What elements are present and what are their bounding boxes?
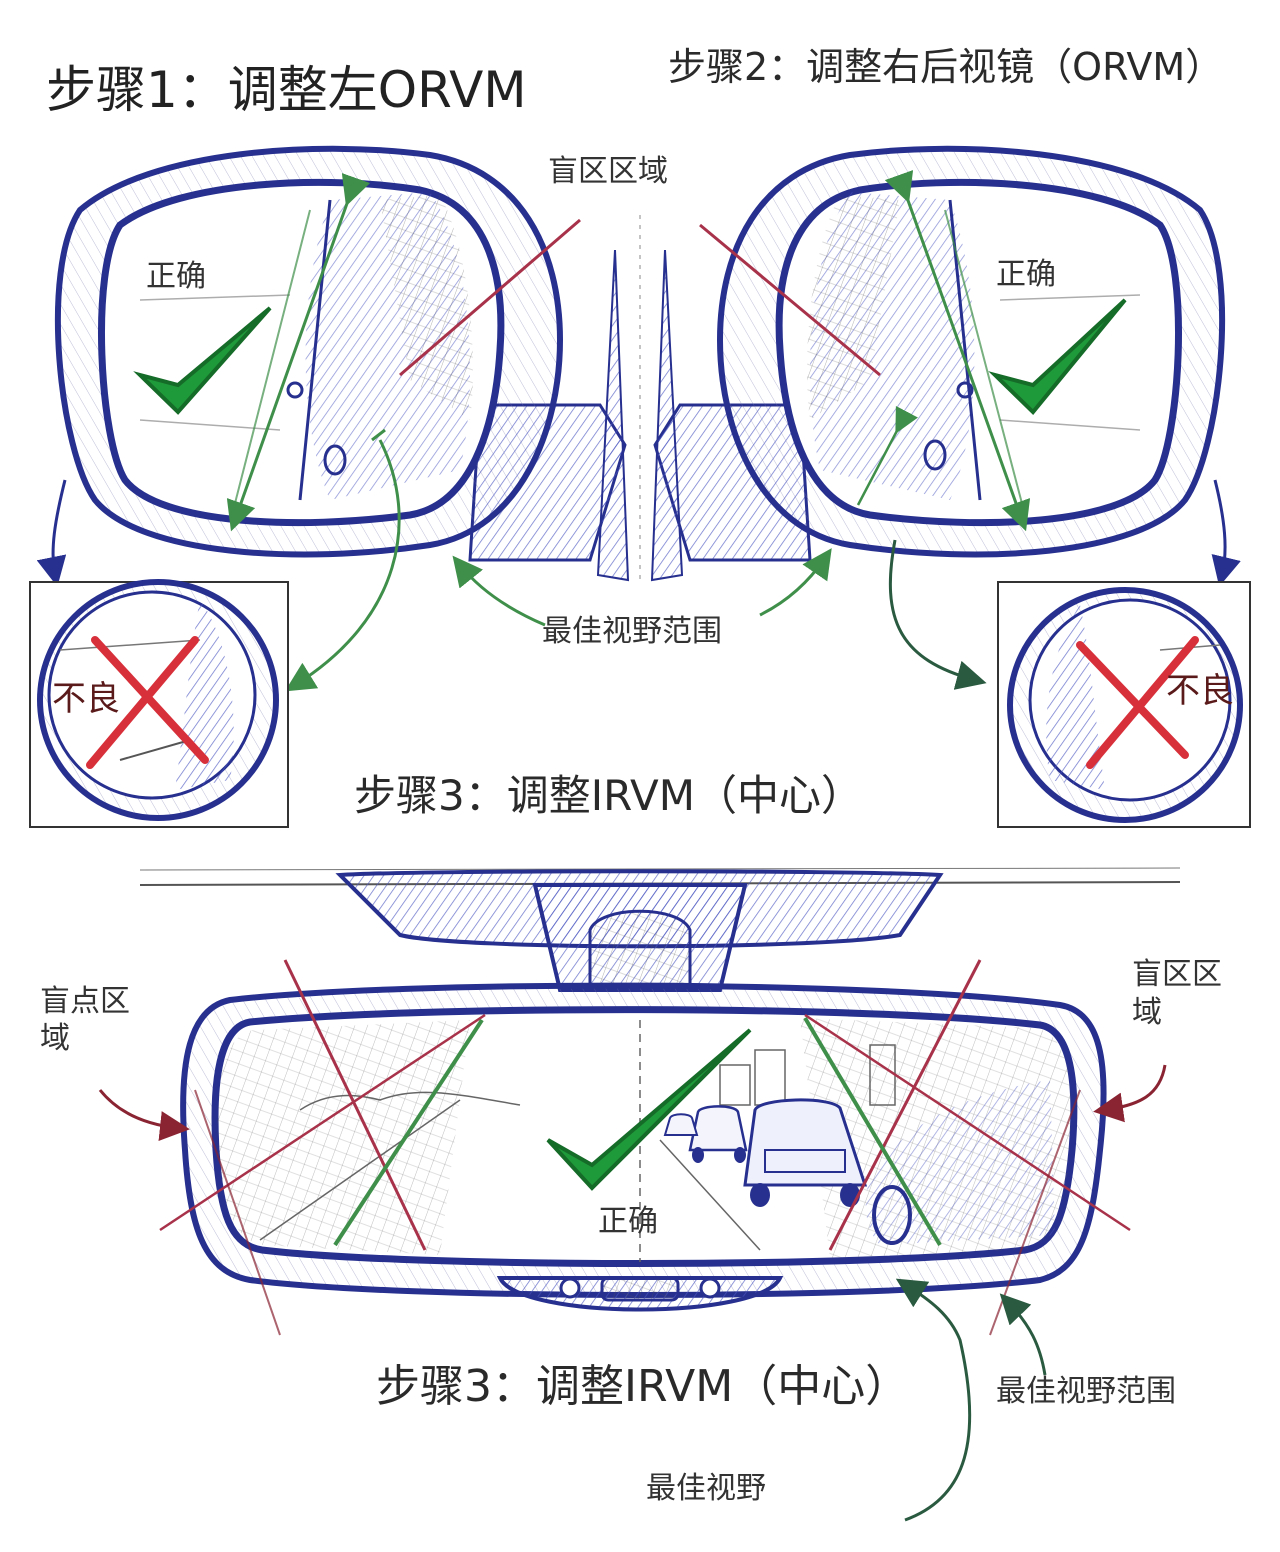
correct-label-right: 正确 [996,258,1056,293]
rearview-mirror [100,868,1180,1520]
blind-zone-label-right-1: 盲区区 [1132,958,1222,993]
step1-title: 步骤1：调整左ORVM [46,62,527,120]
blind-point-label-left-1: 盲点区 [40,985,130,1020]
center-pillar [598,215,682,585]
correct-label-center: 正确 [598,1205,658,1240]
correct-label-left: 正确 [146,260,206,295]
best-view-range-label-bottom: 最佳视野范围 [996,1375,1176,1410]
blind-zone-label-top: 盲区区域 [548,155,668,190]
step3-title-bottom: 步骤3：调整IRVM（中心） [376,1362,909,1413]
step2-title: 步骤2：调整右后视镜（ORVM） [668,46,1223,90]
bad-label-left: 不良 [52,680,120,719]
step3-title-top: 步骤3：调整IRVM（中心） [354,772,863,820]
bad-label-right: 不良 [1166,672,1234,711]
car-sketch-3 [665,1114,697,1135]
blind-zone-label-right-2: 域 [1132,996,1162,1031]
blind-point-label-left-2: 域 [40,1022,70,1057]
best-view-label: 最佳视野 [646,1472,766,1507]
best-view-range-label-top: 最佳视野范围 [542,615,722,650]
